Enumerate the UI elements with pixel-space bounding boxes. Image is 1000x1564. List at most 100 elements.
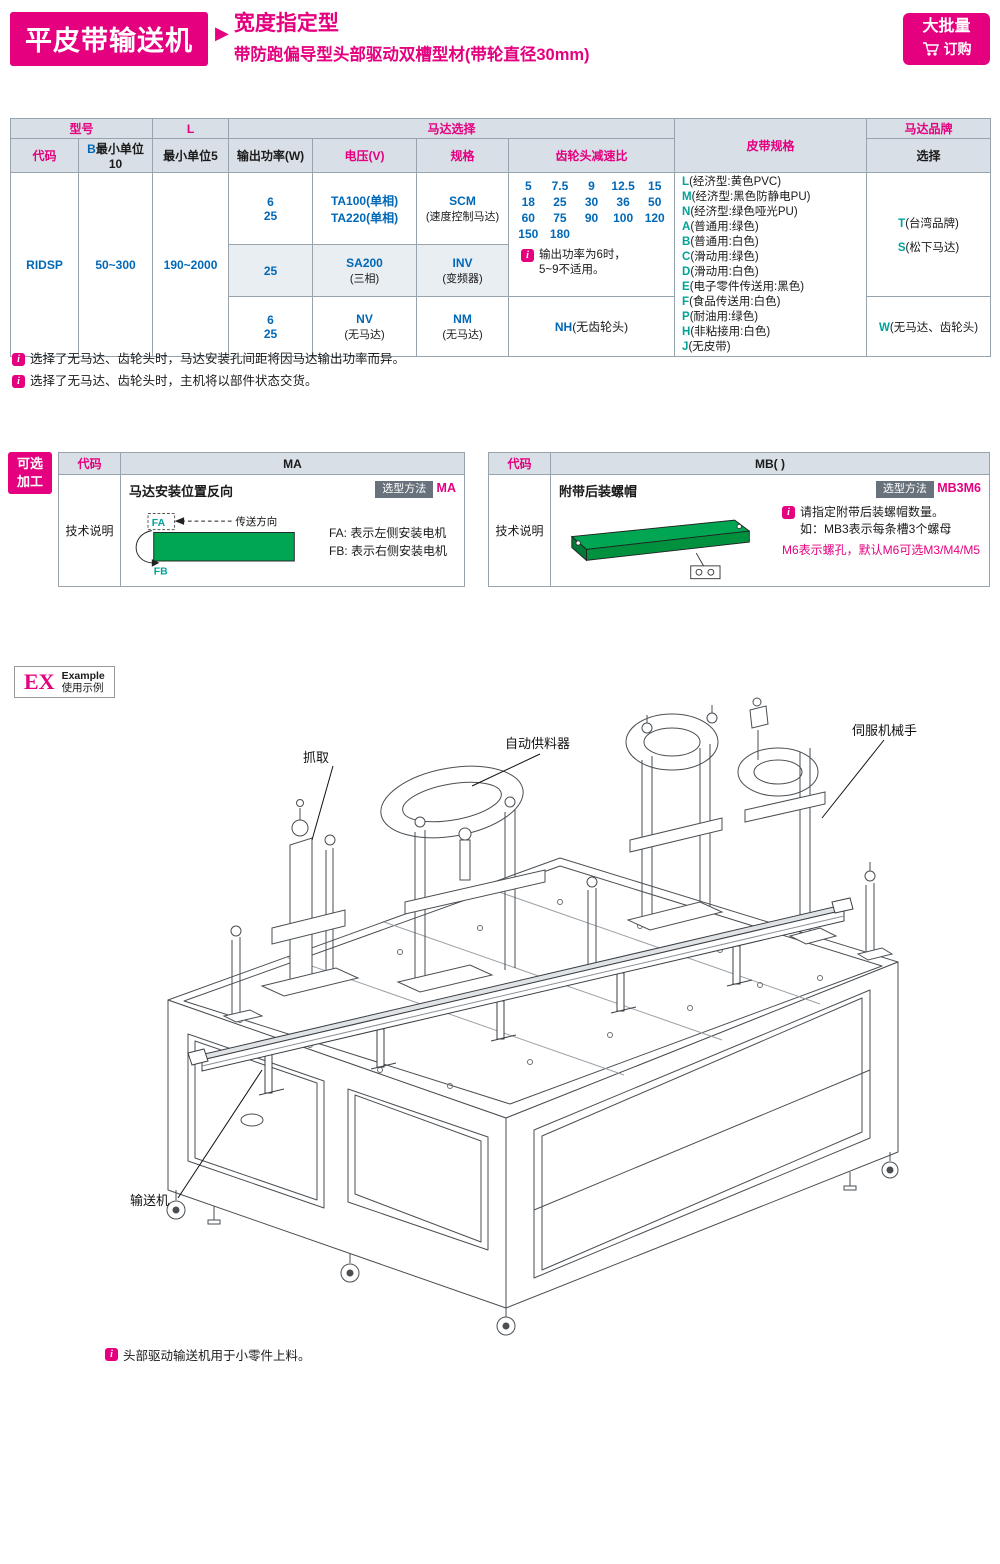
mb-method-value: MB3M6 (937, 481, 981, 495)
cell-gear-3: NH(无齿轮头) (508, 296, 676, 357)
ma-title: 马达安装位置反向 (129, 484, 234, 499)
col-header-belt: 皮带规格 (674, 118, 868, 173)
ma-code-value: MA (120, 452, 465, 475)
method-label: 选型方法 (375, 481, 434, 498)
ma-legend: FA: 表示左侧安装电机 FB: 表示右侧安装电机 (329, 526, 448, 558)
svg-text:FA: FA (152, 518, 166, 529)
cell-l-range: 190~2000 (152, 172, 230, 357)
ma-content: 马达安装位置反向 选型方法 MA FA 传送方向 FB (120, 474, 465, 587)
mb-row-label: 技术说明 (488, 474, 551, 587)
info-icon: i (782, 506, 795, 519)
station-auto-feeder (380, 765, 546, 993)
info-icon: i (105, 1348, 118, 1361)
example-note: i 头部驱动输送机用于小零件上料。 (105, 1345, 311, 1364)
col-header-gear: 齿轮头减速比 (508, 138, 676, 173)
belt-item: N(经济型:绿色哑光PU) (682, 205, 798, 218)
example-badge: EX Example 使用示例 (14, 666, 115, 698)
col-header-l: L (152, 118, 230, 139)
ex-label: EX (24, 669, 55, 694)
belt-item: B(普通用:白色) (682, 235, 759, 248)
subtitle: 带防跑偏导型头部驱动双槽型材(带轮直径30mm) (233, 46, 590, 64)
belt-item: D(滑动用:白色) (682, 265, 759, 278)
col-header-code: 代码 (10, 138, 79, 173)
info-icon: i (12, 353, 25, 366)
bulk-order-line2: 订购 (943, 41, 972, 57)
option-mb-table: 代码 MB( ) 技术说明 附带后装螺帽 选型方法 MB3M6 (488, 452, 990, 587)
info-icon: i (521, 249, 535, 262)
ma-method: 选型方法 MA (375, 481, 456, 498)
belt-item: J(无皮带) (682, 340, 731, 353)
belt-item: P(耐油用:绿色) (682, 310, 759, 323)
mb-code-value: MB( ) (550, 452, 990, 475)
mb-notes: i 请指定附带后装螺帽数量。 如：MB3表示每条槽3个螺母 M6表示螺孔，默认M… (782, 505, 981, 557)
ma-diagram: FA 传送方向 FB (135, 513, 295, 577)
page-title: 平皮带输送机 (10, 12, 208, 66)
arrow-icon: ▶ (215, 23, 229, 43)
cell-spec-1: SCM (速度控制马达) (416, 172, 510, 245)
table-notes: i 选择了无马达、齿轮头时，马达安装孔间距将因马达输出功率而异。 i 选择了无马… (12, 352, 405, 389)
ma-row-label: 技术说明 (58, 474, 121, 587)
belt-item: M(经济型:黑色防静电PU) (682, 190, 811, 203)
label-conveyor: 输送机 (130, 1193, 170, 1208)
col-header-brand: 马达品牌 (866, 118, 992, 139)
spec-table: 型号 L 马达选择 皮带规格 马达品牌 代码 B最小单位10 最小单位5 输出功… (9, 118, 992, 357)
belt-item: C(滑动用:绿色) (682, 250, 759, 263)
col-header-power: 输出功率(W) (228, 138, 314, 173)
machine-illustration (166, 697, 899, 1336)
belt-item: A(普通用:绿色) (682, 220, 759, 233)
cell-voltage-1: TA100(单相)TA220(单相) (312, 172, 418, 245)
optional-processing-badge: 可选 加工 (8, 452, 52, 494)
cell-power-2: 25 (228, 244, 314, 297)
svg-text:FB: FB (154, 566, 168, 577)
cell-voltage-3: NV (无马达) (312, 296, 418, 357)
cell-model-code: RIDSP (10, 172, 79, 357)
col-header-spec: 规格 (416, 138, 510, 173)
ex-caption: Example 使用示例 (61, 670, 105, 694)
header-type-block: 宽度指定型 带防跑偏导型头部驱动双槽型材(带轮直径30mm) (234, 12, 590, 65)
mb-content: 附带后装螺帽 选型方法 MB3M6 (550, 474, 990, 587)
mb-diagram (570, 519, 751, 580)
ma-method-value: MA (436, 481, 456, 495)
bulk-order-badge[interactable]: 大批量 订购 (903, 13, 990, 65)
option-ma-table: 代码 MA 技术说明 马达安装位置反向 选型方法 MA FA 传送方向 (58, 452, 465, 587)
bulk-order-line1: 大批量 (922, 18, 971, 35)
cart-icon (922, 42, 939, 56)
ma-code-header: 代码 (58, 452, 121, 475)
belt-item: H(非粘接用:白色) (682, 325, 771, 338)
col-header-model: 型号 (9, 118, 154, 139)
label-auto-feeder: 自动供料器 (505, 736, 571, 751)
page-header: 平皮带输送机 ▶ 宽度指定型 带防跑偏导型头部驱动双槽型材(带轮直径30mm) (10, 12, 590, 66)
col-header-voltage: 电压(V) (312, 138, 418, 173)
col-header-brand-sub: 选择 (866, 138, 992, 173)
cell-brand-w: W(无马达、齿轮头) (866, 296, 992, 357)
belt-item: E(电子零件传送用:黑色) (682, 280, 805, 293)
conveyor-beam (187, 897, 854, 1096)
info-icon: i (12, 375, 25, 388)
note-item: i 选择了无马达、齿轮头时，主机将以部件状态交货。 (12, 374, 405, 389)
cell-belt-specs: L(经济型:黄色PVC) M(经济型:黑色防静电PU) N(经济型:绿色哑光PU… (674, 172, 868, 357)
method-label: 选型方法 (875, 481, 934, 498)
mb-title: 附带后装螺帽 (559, 484, 638, 499)
station-grab-unit (222, 799, 360, 1023)
type-label: 宽度指定型 (233, 12, 339, 35)
leader-lines (177, 739, 885, 1199)
cell-spec-2: INV (变频器) (416, 244, 510, 297)
label-servo-manipulator: 伺服机械手 (852, 723, 918, 738)
note-item: i 选择了无马达、齿轮头时，马达安装孔间距将因马达输出功率而异。 (12, 352, 405, 367)
station-gantry (586, 705, 724, 970)
casters (166, 1152, 899, 1336)
station-servo-manipulator (737, 697, 894, 961)
col-header-motor: 马达选择 (228, 118, 676, 139)
col-header-l-sub: 最小单位5 (152, 138, 230, 173)
belt-item: F(食品传送用:白色) (682, 295, 781, 308)
belt-item: L(经济型:黄色PVC) (682, 175, 782, 188)
label-grab: 抓取 (303, 750, 330, 765)
cell-spec-3: NM (无马达) (416, 296, 510, 357)
mb-code-header: 代码 (488, 452, 551, 475)
cell-voltage-2: SA200 (三相) (312, 244, 418, 297)
